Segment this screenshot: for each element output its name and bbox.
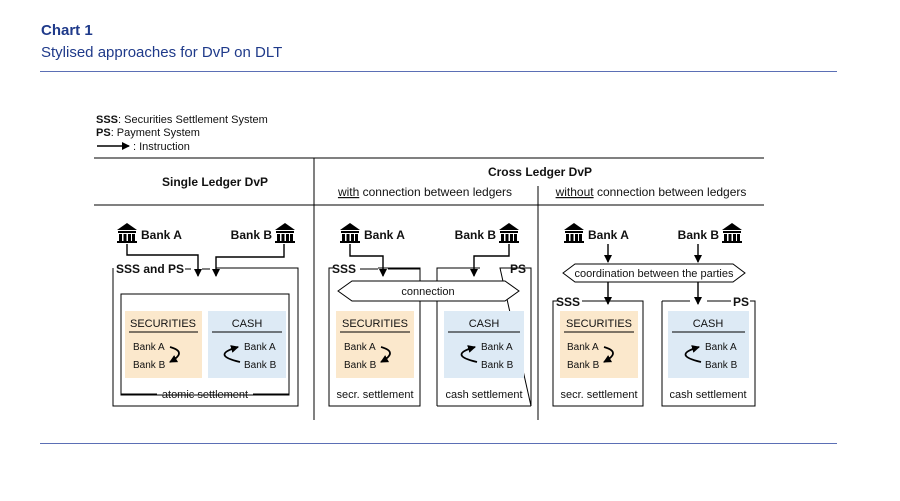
bank-a-instruction-arrow (126, 244, 202, 277)
with-word: with (337, 185, 359, 199)
securities-bank-b: Bank B (344, 360, 377, 371)
securities-label: SECURITIES (342, 318, 408, 330)
securities-bank-a: Bank A (344, 342, 376, 353)
bank-a-label: Bank A (141, 228, 182, 242)
sss-ps-bracket (112, 267, 299, 407)
bank-a-label: Bank A (364, 228, 405, 242)
cycle-arrow-icon (380, 346, 391, 363)
sss-and-ps-label: SSS and PS (116, 262, 184, 276)
cash-bank-a: Bank A (244, 342, 276, 353)
single-ledger-panel: Bank A Bank B SSS and PS SECURITIES CASH… (112, 223, 299, 407)
with-connection-panel: Bank A Bank B SSS PS connection SECURITI… (328, 223, 532, 407)
cash-label: CASH (693, 318, 724, 330)
legend-ps-text: : Payment System (111, 127, 200, 139)
ledger-box (120, 293, 290, 396)
securities-bank-a: Bank A (133, 342, 165, 353)
cycle-arrow-icon (684, 345, 702, 363)
svg-text:PS: Payment System: PS: Payment System (96, 127, 200, 139)
with-rest: connection between ledgers (359, 185, 512, 199)
cash-settlement-label: cash settlement (445, 389, 522, 401)
ps-label: PS (510, 262, 526, 276)
securities-label: SECURITIES (566, 318, 632, 330)
connection-label: connection (401, 286, 454, 298)
cash-label: CASH (232, 318, 263, 330)
secr-settlement-label: secr. settlement (560, 389, 637, 401)
securities-bank-b: Bank B (567, 360, 600, 371)
bank-a-label: Bank A (588, 228, 629, 242)
sss-bracket (552, 300, 644, 407)
cycle-arrow-icon (223, 345, 241, 363)
sss-bracket (328, 267, 421, 407)
bank-icon (117, 223, 137, 243)
cash-panel (444, 311, 524, 378)
coordination-label: coordination between the parties (575, 268, 734, 280)
cash-label: CASH (469, 318, 500, 330)
chart-subtitle: Stylised approaches for DvP on DLT (41, 44, 283, 61)
sss-label: SSS (556, 295, 580, 309)
bank-b-instruction-arrow (470, 244, 510, 277)
securities-bank-b: Bank B (133, 360, 166, 371)
bank-a-instruction-arrow (349, 244, 387, 277)
securities-bank-a: Bank A (567, 342, 599, 353)
legend-ps-abbr: PS (96, 127, 111, 139)
svg-text:SSS: Securities Settlement Sys: SSS: Securities Settlement System (96, 114, 268, 126)
legend-sss-abbr: SSS (96, 114, 118, 126)
ps-bracket (661, 300, 756, 407)
column-frame (94, 157, 764, 420)
bottom-divider (40, 443, 837, 444)
without-word: without (555, 185, 595, 199)
cycle-arrow-icon (169, 346, 180, 363)
cross-ledger-title: Cross Ledger DvP (488, 165, 592, 179)
securities-label: SECURITIES (130, 318, 196, 330)
without-rest: connection between ledgers (594, 185, 747, 199)
without-connection-header: without connection between ledgers (555, 185, 747, 199)
cycle-arrow-icon (460, 345, 478, 363)
securities-panel (125, 311, 202, 378)
legend-sss-text: : Securities Settlement System (118, 114, 268, 126)
bank-icon (340, 223, 360, 243)
cash-panel (668, 311, 749, 378)
sss-label: SSS (332, 262, 356, 276)
cash-bank-b: Bank B (481, 360, 514, 371)
connection-arrow (337, 280, 520, 302)
cash-bank-a: Bank A (481, 342, 513, 353)
bank-icon (564, 223, 584, 243)
ps-label: PS (733, 295, 749, 309)
without-connection-panel: Bank A Bank B coordination between the p… (552, 223, 756, 407)
secr-settlement-label: secr. settlement (336, 389, 413, 401)
atomic-settlement-label: atomic settlement (162, 389, 248, 401)
legend-instruction-text: : Instruction (133, 141, 190, 153)
cash-settlement-label: cash settlement (669, 389, 746, 401)
top-divider (40, 71, 837, 72)
bank-b-instruction-arrow (212, 244, 285, 277)
cash-bank-a: Bank A (705, 342, 737, 353)
securities-panel (336, 311, 414, 378)
cash-bank-b: Bank B (244, 360, 277, 371)
cash-bank-b: Bank B (705, 360, 738, 371)
chart-label: Chart 1 (41, 22, 93, 39)
bank-icon (499, 223, 519, 243)
cash-panel (208, 311, 286, 378)
cycle-arrow-icon (603, 346, 614, 363)
with-connection-header: with connection between ledgers (337, 185, 512, 199)
bank-icon (275, 223, 295, 243)
securities-panel (560, 311, 638, 378)
bank-b-label: Bank B (678, 228, 720, 242)
coordination-arrow (562, 263, 746, 283)
legend: SSS: Securities Settlement System PS: Pa… (96, 114, 268, 153)
bank-icon (722, 223, 742, 243)
bank-b-label: Bank B (455, 228, 497, 242)
bank-b-label: Bank B (231, 228, 273, 242)
single-ledger-title: Single Ledger DvP (162, 175, 268, 189)
